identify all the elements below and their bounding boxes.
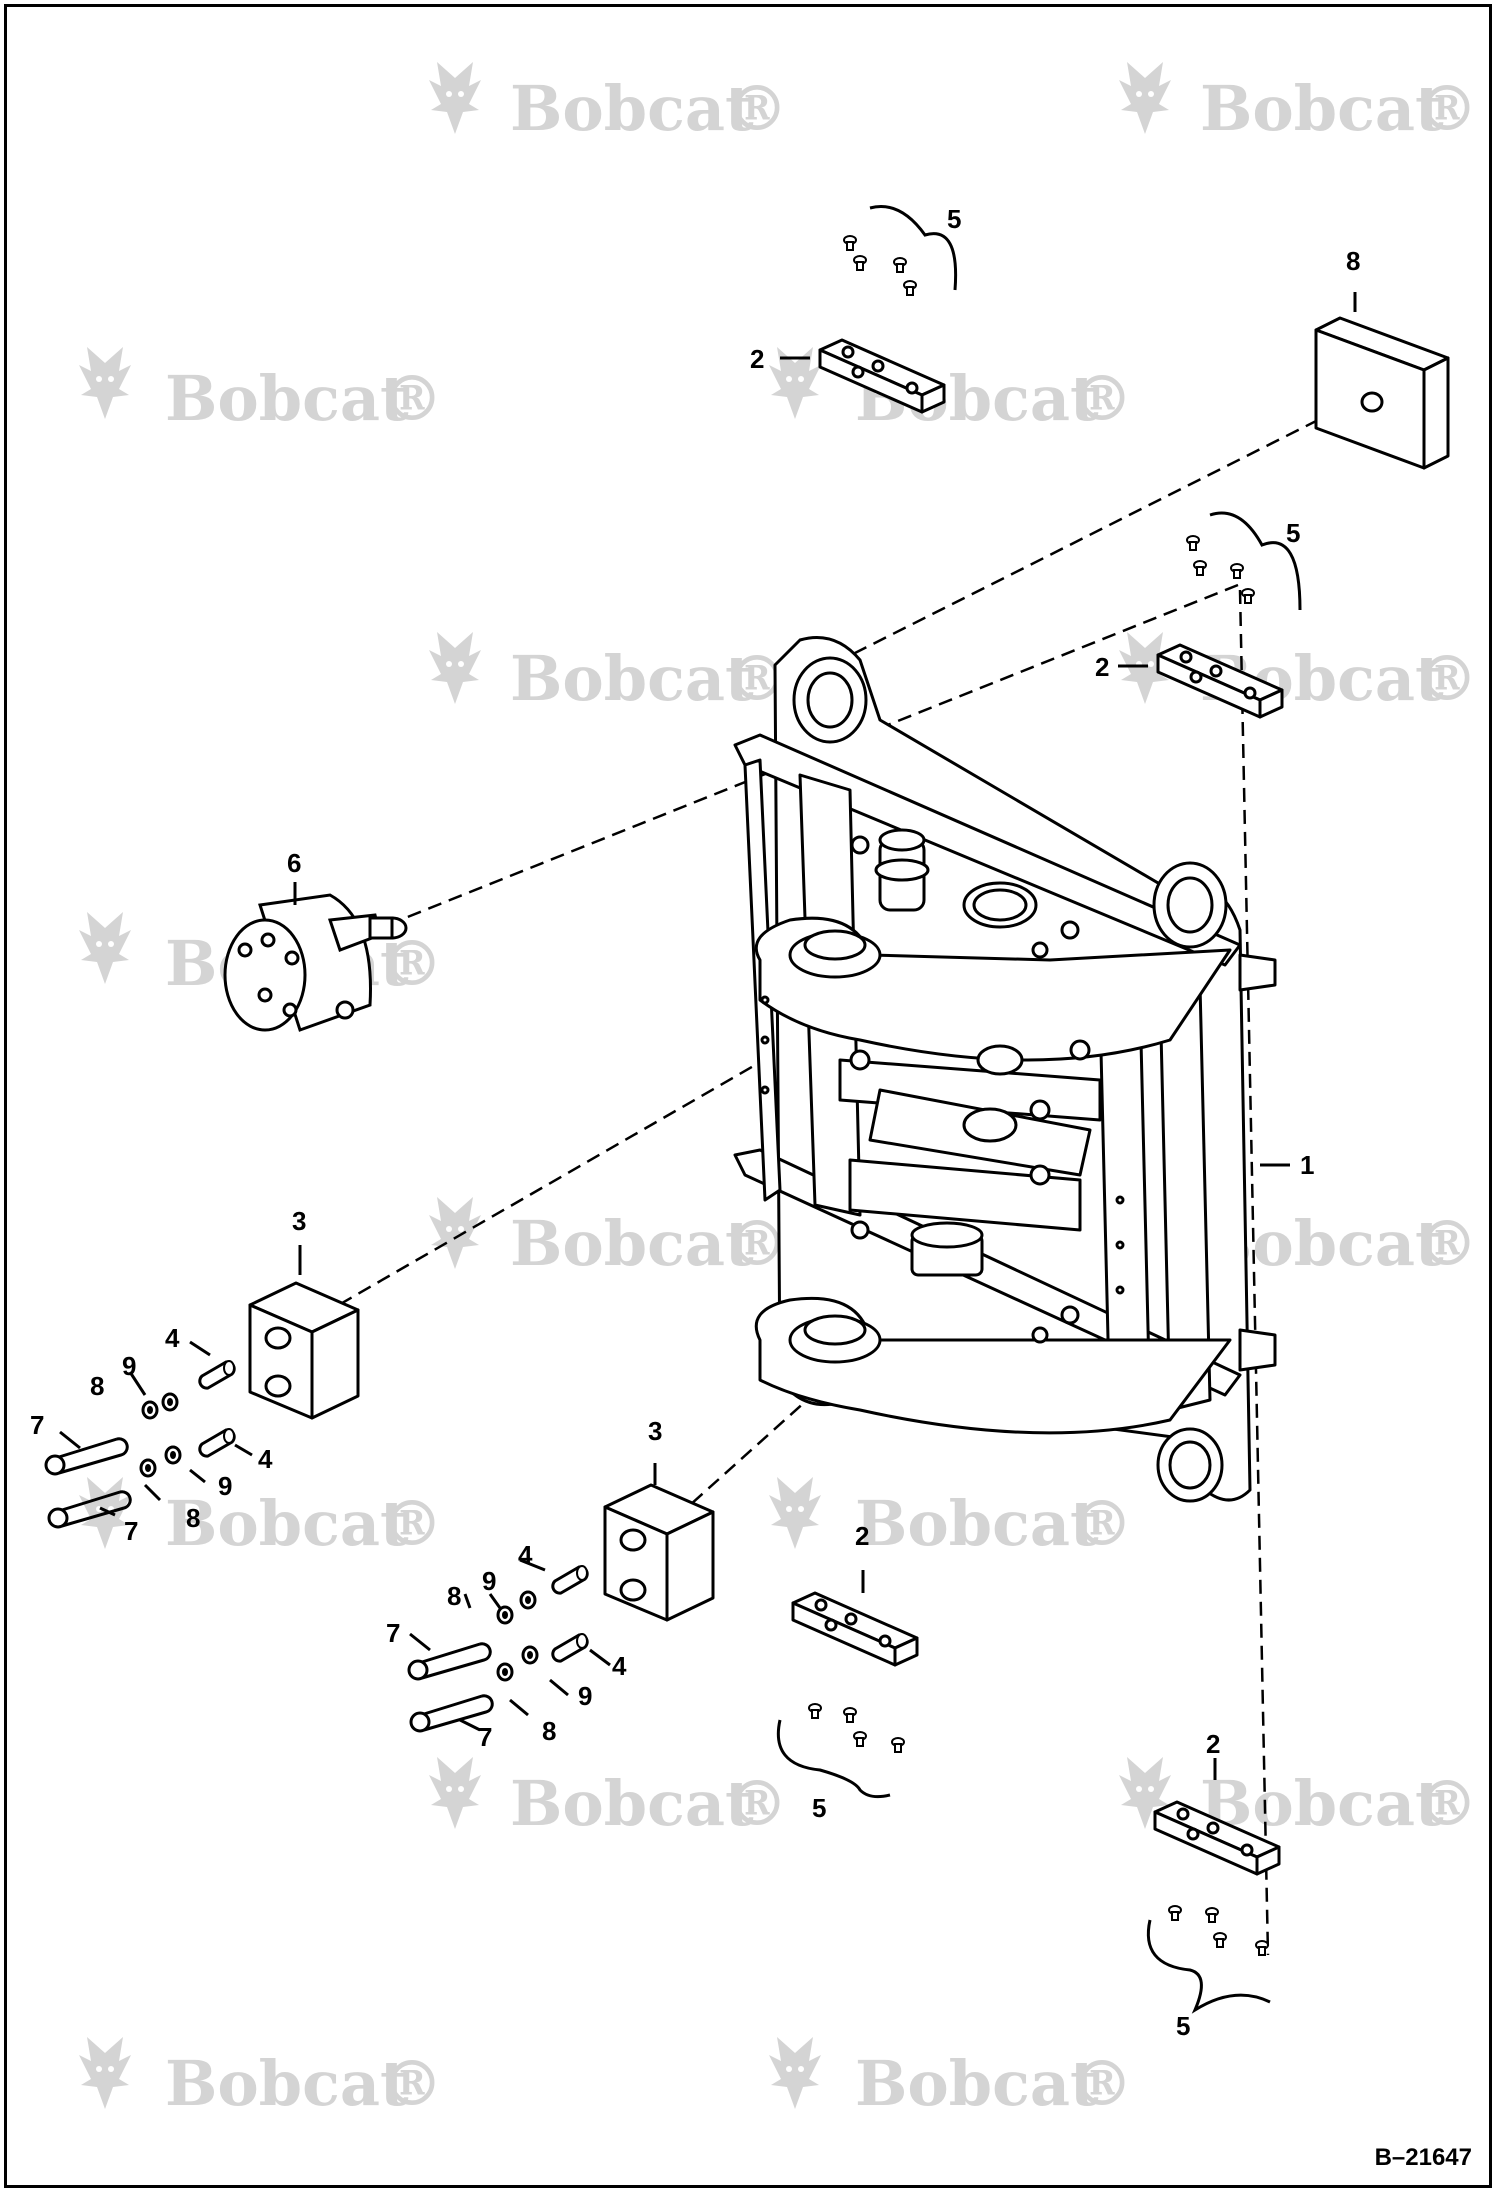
part-plate (1156, 643, 1284, 719)
callout-7: 7 (386, 1618, 400, 1648)
callout-5: 5 (812, 1793, 826, 1823)
part-hub (223, 893, 408, 1032)
callout-5: 5 (1286, 518, 1300, 548)
watermark-mark: ® (1416, 1207, 1478, 1280)
watermark-text: Bobcat (855, 2047, 1099, 2120)
watermark-mark: ® (1416, 72, 1478, 145)
hardware-group-center (407, 1564, 589, 1733)
callout-7: 7 (124, 1516, 138, 1546)
callout-1: 1 (1300, 1150, 1314, 1180)
watermark: Bobcat ® (79, 347, 443, 435)
callout-5: 5 (1176, 2011, 1190, 2041)
watermark-mark: ® (1071, 1487, 1133, 1560)
part-manifold-block (603, 1483, 715, 1622)
callout-8: 8 (447, 1581, 461, 1611)
watermark: Bobcat ® (429, 62, 788, 145)
part-screw-set (1146, 1905, 1271, 2014)
watermark-mark: ® (1416, 642, 1478, 715)
watermark-text: Bobcat (510, 1207, 754, 1280)
watermark: Bobcat ® (429, 1197, 788, 1280)
watermark-text: Bobcat (1200, 72, 1444, 145)
callout-2: 2 (750, 344, 764, 374)
callout-2: 2 (1206, 1729, 1220, 1759)
part-plate (791, 1591, 919, 1667)
watermark-text: Bobcat (510, 642, 754, 715)
watermark: Bobcat ® (769, 2037, 1133, 2120)
watermark-text: Bobcat (855, 1487, 1099, 1560)
callout-4: 4 (165, 1323, 180, 1353)
watermark: Bobcat ® (429, 632, 788, 715)
callout-9: 9 (122, 1351, 136, 1381)
part-plate (1153, 1800, 1281, 1876)
callout-3: 3 (648, 1416, 662, 1446)
watermark-text: Bobcat (165, 362, 409, 435)
watermark: Bobcat ® (79, 2037, 443, 2120)
callout-2: 2 (855, 1521, 869, 1551)
callout-7: 7 (30, 1410, 44, 1440)
watermark-mark: ® (381, 1487, 443, 1560)
callout-9: 9 (482, 1566, 496, 1596)
part-manifold-block (248, 1281, 360, 1420)
watermark-mark: ® (726, 1767, 788, 1840)
watermark-mark: ® (1416, 1767, 1478, 1840)
callout-3: 3 (292, 1206, 306, 1236)
watermark-mark: ® (381, 362, 443, 435)
callout-8: 8 (90, 1371, 104, 1401)
watermark-text: Bobcat (165, 1487, 409, 1560)
watermark: Bobcat ® (79, 1477, 443, 1560)
callout-4: 4 (518, 1540, 533, 1570)
callout-4: 4 (258, 1444, 273, 1474)
callout-8: 8 (186, 1503, 200, 1533)
callout-8: 8 (1346, 246, 1360, 276)
callout-4: 4 (612, 1651, 627, 1681)
watermark: Bobcat ® (769, 1477, 1133, 1560)
watermark-mark: ® (1071, 362, 1133, 435)
leader-lines (59, 292, 1357, 1780)
watermark: Bobcat ® (1119, 1757, 1478, 1840)
callout-9: 9 (578, 1681, 592, 1711)
watermark: Bobcat ® (1119, 62, 1478, 145)
document-code: B–21647 (1374, 2144, 1472, 2171)
callout-7: 7 (478, 1722, 492, 1752)
callout-5: 5 (947, 204, 961, 234)
part-screw-set (843, 205, 958, 296)
callouts: 1 2 2 2 2 3 3 4 4 4 4 5 5 5 5 6 7 7 7 7 … (30, 204, 1360, 2041)
callout-9: 9 (218, 1471, 232, 1501)
part-screw-set (776, 1703, 905, 1799)
watermark-text: Bobcat (510, 72, 754, 145)
callout-2: 2 (1095, 652, 1109, 682)
watermark-mark: ® (1071, 2047, 1133, 2120)
watermark-text: Bobcat (510, 1767, 754, 1840)
part-mounting-frame (733, 636, 1277, 1503)
part-block (1314, 316, 1450, 470)
watermark-mark: ® (381, 2047, 443, 2120)
part-screw-set (1186, 511, 1302, 611)
watermark: Bobcat ® (429, 1757, 788, 1840)
callout-8: 8 (542, 1716, 556, 1746)
watermark-text: Bobcat (165, 2047, 409, 2120)
callout-6: 6 (287, 848, 301, 878)
watermark-text: Bobcat (1200, 1767, 1444, 1840)
part-plate (818, 338, 946, 414)
watermark-mark: ® (726, 72, 788, 145)
